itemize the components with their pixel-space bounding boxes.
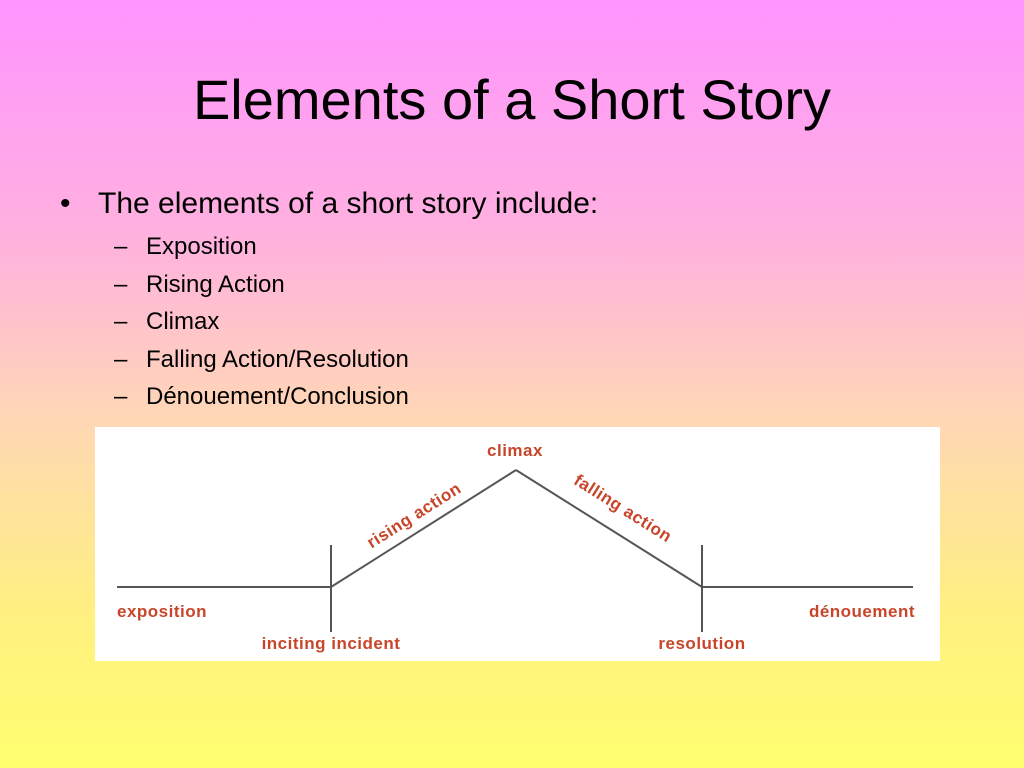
bullet-text: The elements of a short story include:: [98, 187, 599, 220]
sub-item-label: Climax: [146, 308, 220, 335]
rising-action-label: rising action: [364, 479, 465, 553]
dash-marker: –: [114, 345, 128, 373]
dash-marker: –: [114, 270, 128, 298]
rising-action-line: [330, 469, 517, 588]
resolution-label: resolution: [658, 634, 745, 653]
sub-item-label: Rising Action: [146, 270, 285, 298]
bullet-dot: •: [60, 187, 71, 220]
falling-action-line: [515, 469, 703, 588]
sub-item-label: Dénouement/Conclusion: [146, 383, 409, 410]
sub-item-climax: – Climax: [60, 303, 960, 341]
plot-diagram-svg: climax rising action falling action expo…: [117, 441, 915, 653]
denouement-label: dénouement: [809, 602, 915, 621]
sub-item-denouement: – Dénouement/Conclusion: [60, 378, 960, 416]
dash-marker: –: [114, 308, 128, 335]
falling-action-label: falling action: [571, 471, 676, 547]
bullet-list: • The elements of a short story include:…: [60, 186, 960, 416]
plot-diagram: climax rising action falling action expo…: [95, 427, 940, 661]
slide-title: Elements of a Short Story: [192, 68, 832, 131]
inciting-incident-label: inciting incident: [262, 634, 401, 653]
sub-item-label: Falling Action/Resolution: [146, 345, 409, 373]
sub-item-falling-action: – Falling Action/Resolution: [60, 341, 960, 379]
climax-label: climax: [487, 441, 543, 460]
dash-marker: –: [114, 383, 128, 410]
sub-item-label: Exposition: [146, 233, 257, 260]
exposition-label: exposition: [117, 602, 207, 621]
dash-marker: –: [114, 233, 128, 260]
bullet-item: • The elements of a short story include:: [60, 186, 960, 222]
sub-item-exposition: – Exposition: [60, 228, 960, 266]
sub-list: – Exposition – Rising Action – Climax – …: [60, 228, 960, 416]
sub-item-rising-action: – Rising Action: [60, 266, 960, 304]
